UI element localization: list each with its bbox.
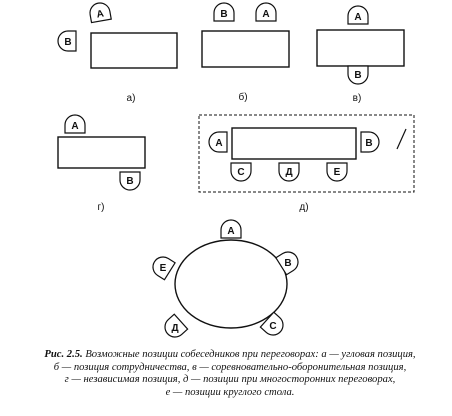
svg-text:A: A [227,226,234,237]
table-d [231,127,357,160]
svg-text:E: E [334,167,341,178]
seat-d-a: A [208,131,228,153]
diagram-a-label: а) [127,93,136,104]
seat-d-b: B [360,131,380,153]
diagram-g-label: г) [98,202,105,213]
svg-text:Д: Д [171,323,178,334]
diagram-v-competitive: A B в) [316,5,405,104]
table-b [201,30,290,68]
svg-text:B: B [284,258,291,269]
svg-text:A: A [96,8,105,20]
svg-text:E: E [160,263,167,274]
seat-a-b: B [57,30,77,52]
svg-text:B: B [365,138,372,149]
diagram-a-corner: A B а) [57,2,178,104]
seat-e-b: B [275,251,299,276]
caption-line-3: г — независимая позиция, д — позиции при… [64,374,396,386]
diagram-d-label: д) [299,202,308,213]
caption-title: Рис. 2.5. [44,349,83,360]
diagram-b-cooperation: B A б) [201,2,290,103]
caption-line-2: б — позиция сотрудничества, в — соревнов… [53,361,407,373]
svg-text:B: B [64,37,71,48]
diagram-e-round-table: A B C Д E [152,219,299,338]
seat-v-b: B [347,65,369,85]
seat-d-d: Д [278,162,300,182]
seat-a-a: A [89,2,112,24]
diagram-d-multilateral: A B C Д E д) [198,114,415,213]
seat-v-a: A [347,5,369,25]
diagram-v-label: в) [353,93,362,104]
seat-e-e: E [152,256,176,281]
dashed-frame-d [198,114,415,193]
svg-text:A: A [215,138,222,149]
diagram-g-independent: A B г) [57,114,146,213]
svg-text:B: B [126,176,133,187]
figure-caption: Рис. 2.5. Возможные позиции собеседников… [20,349,440,399]
svg-text:A: A [262,9,269,20]
svg-text:A: A [71,121,78,132]
seat-b-b: B [213,2,235,22]
svg-text:Д: Д [285,167,292,178]
seat-e-d: Д [164,313,189,338]
caption-line-4: е — позиции круглого стола. [165,386,295,398]
table-g [57,136,146,169]
svg-text:C: C [237,167,244,178]
table-v [316,29,405,67]
seat-d-e: E [326,162,348,182]
table-a [90,32,178,69]
seat-d-c: C [230,162,252,182]
stroke-mark-d [396,128,407,150]
seat-e-a: A [220,219,242,239]
caption-text-1: Возможные позиции собеседников при перег… [82,349,416,360]
seat-g-b: B [119,171,141,191]
svg-text:B: B [354,70,361,81]
round-table [174,239,288,329]
seat-b-a: A [255,2,277,22]
seat-e-c: C [259,311,284,336]
svg-text:A: A [354,12,361,23]
diagram-b-label: б) [238,91,247,103]
svg-text:C: C [269,321,276,332]
seat-g-a: A [64,114,86,134]
caption-line-1: Рис. 2.5. Возможные позиции собеседников… [20,349,440,362]
svg-text:B: B [220,9,227,20]
